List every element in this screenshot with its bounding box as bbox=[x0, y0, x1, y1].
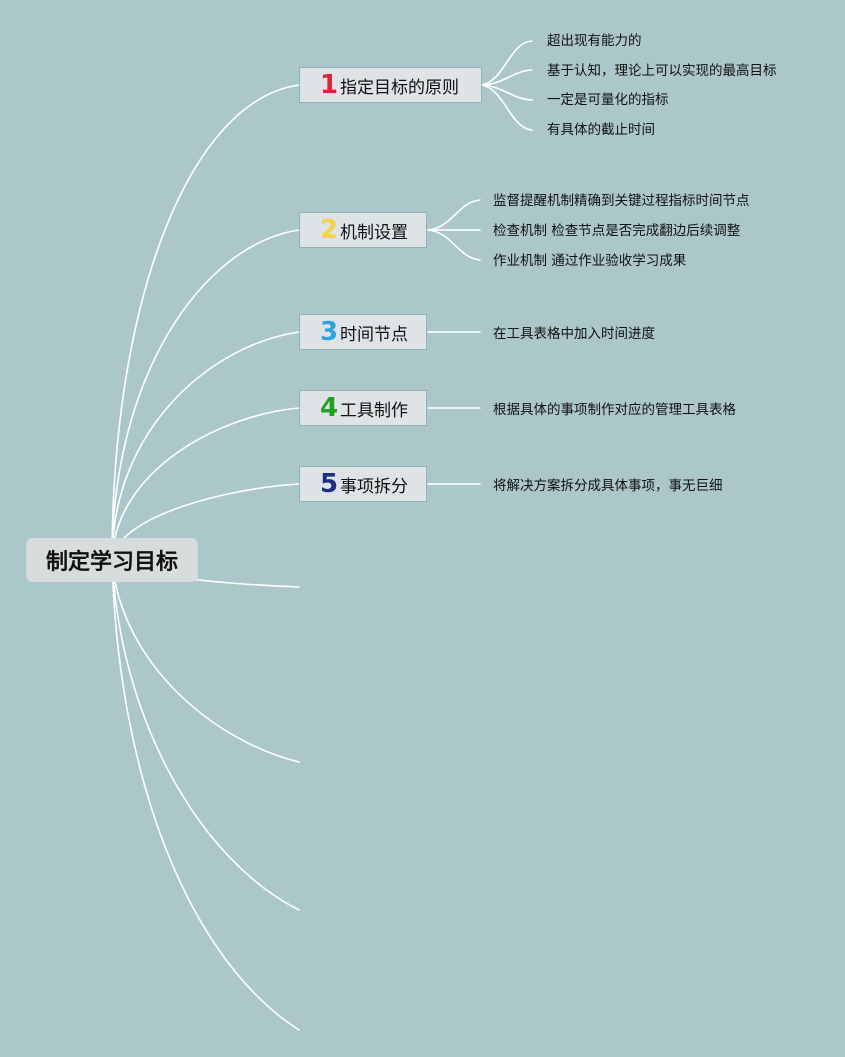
branch-number-4: 4 bbox=[319, 393, 339, 423]
connector-b2-leaf-1 bbox=[427, 199, 481, 231]
branch-label-4: 工具制作 bbox=[340, 400, 408, 421]
connector-root-empty-2 bbox=[111, 559, 300, 763]
leaf-1-2: 基于认知，理论上可以实现的最高目标 bbox=[547, 63, 777, 79]
branch-node-4[interactable]: 4 工具制作 bbox=[299, 390, 427, 426]
connector-b2-leaf-3 bbox=[427, 229, 481, 261]
leaf-2-3: 作业机制 通过作业验收学习成果 bbox=[493, 253, 687, 269]
leaf-2-2: 检查机制 检查节点是否完成翻边后续调整 bbox=[493, 223, 741, 239]
leaf-3-1: 在工具表格中加入时间进度 bbox=[493, 326, 655, 342]
connector-root-branch-3 bbox=[111, 331, 300, 561]
branch-node-1[interactable]: 1 指定目标的原则 bbox=[299, 67, 482, 103]
branch-number-1: 1 bbox=[319, 70, 339, 100]
branch-label-5: 事项拆分 bbox=[340, 476, 408, 497]
connector-root-branch-2 bbox=[111, 229, 300, 561]
connector-root-branch-1 bbox=[111, 84, 300, 561]
branch-number-2: 2 bbox=[319, 215, 339, 245]
leaf-1-3: 一定是可量化的指标 bbox=[547, 92, 669, 108]
branch-node-2[interactable]: 2 机制设置 bbox=[299, 212, 427, 248]
branch-number-3: 3 bbox=[319, 317, 339, 347]
branch-node-5[interactable]: 5 事项拆分 bbox=[299, 466, 427, 502]
leaf-4-1: 根据具体的事项制作对应的管理工具表格 bbox=[493, 402, 736, 418]
connector-root-empty-3 bbox=[111, 559, 300, 911]
branch-label-2: 机制设置 bbox=[340, 222, 408, 243]
leaf-2-1: 监督提醒机制精确到关键过程指标时间节点 bbox=[493, 193, 750, 209]
connector-root-branch-4 bbox=[111, 407, 300, 561]
leaf-5-1: 将解决方案拆分成具体事项，事无巨细 bbox=[493, 478, 723, 494]
branch-number-5: 5 bbox=[319, 469, 339, 499]
root-node[interactable]: 制定学习目标 bbox=[26, 538, 198, 582]
branch-label-3: 时间节点 bbox=[340, 324, 408, 345]
connector-root-empty-4 bbox=[111, 559, 300, 1031]
leaf-1-1: 超出现有能力的 bbox=[547, 33, 642, 49]
connector-b1-leaf-1 bbox=[481, 40, 533, 86]
leaf-1-4: 有具体的截止时间 bbox=[547, 122, 655, 138]
connector-b1-leaf-4 bbox=[481, 84, 533, 131]
branch-label-1: 指定目标的原则 bbox=[340, 77, 459, 98]
connector-b1-leaf-2 bbox=[481, 69, 533, 86]
connector-b1-leaf-3 bbox=[481, 84, 533, 101]
branch-node-3[interactable]: 3 时间节点 bbox=[299, 314, 427, 350]
root-label: 制定学习目标 bbox=[45, 550, 178, 575]
